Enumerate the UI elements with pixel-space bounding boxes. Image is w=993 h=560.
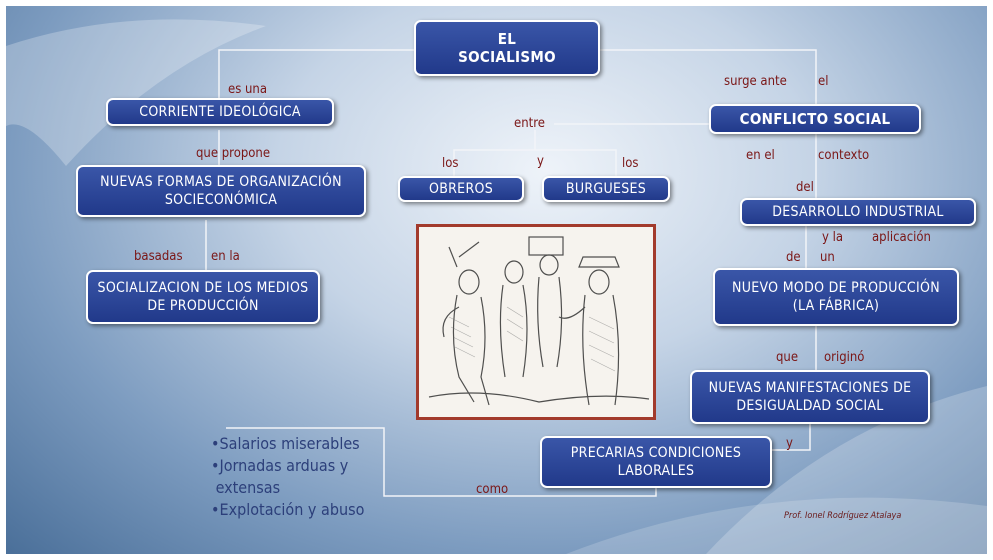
corriente-ideologica-node: CORRIENTE IDEOLÓGICA — [106, 98, 334, 126]
list-item: •Salarios miserables — [211, 434, 360, 453]
nuevo-modo-node: NUEVO MODO DE PRODUCCIÓN (LA FÁBRICA) — [713, 268, 959, 326]
label-el: el — [818, 74, 829, 89]
label-contexto: contexto — [818, 148, 870, 163]
label-que-propone: que propone — [196, 146, 271, 161]
label-y-2: y — [786, 436, 793, 451]
label-que: que — [776, 350, 799, 365]
label-basadas: basadas — [134, 249, 183, 264]
label-como: como — [476, 482, 509, 497]
manifestaciones-node: NUEVAS MANIFESTACIONES DE DESIGUALDAD SO… — [690, 370, 930, 424]
label-un: un — [820, 250, 835, 265]
label-en-el: en el — [746, 148, 775, 163]
label-del: del — [796, 180, 814, 195]
precarias-condiciones-node: PRECARIAS CONDICIONES LABORALES — [540, 436, 772, 488]
slide-background: EL SOCIALISMO CORRIENTE IDEOLÓGICA NUEVA… — [6, 6, 987, 554]
burgueses-node: BURGUESES — [542, 176, 670, 202]
label-los-2: los — [622, 156, 639, 171]
label-en-la: en la — [211, 249, 240, 264]
nuevas-formas-node: NUEVAS FORMAS DE ORGANIZACIÓN SOCIECONÓM… — [76, 165, 366, 217]
workers-illustration — [416, 224, 656, 420]
consequences-list: •Salarios miserables •Jornadas arduas y … — [211, 433, 364, 521]
label-de: de — [786, 250, 801, 265]
label-aplicacion: aplicación — [872, 230, 931, 245]
list-item: extensas — [211, 478, 281, 497]
author-credit: Prof. Ionel Rodríguez Atalaya — [784, 511, 902, 521]
label-entre: entre — [514, 116, 545, 131]
connector-lines — [205, 49, 817, 497]
illustration-sketch — [428, 236, 650, 406]
desarrollo-industrial-node: DESARROLLO INDUSTRIAL — [740, 198, 976, 226]
list-item: •Jornadas arduas y — [211, 456, 349, 475]
obreros-node: OBREROS — [398, 176, 524, 202]
label-y-la: y la — [822, 230, 844, 245]
conflicto-social-node: CONFLICTO SOCIAL — [709, 104, 921, 134]
socializacion-node: SOCIALIZACION DE LOS MEDIOS DE PRODUCCIÓ… — [86, 270, 320, 324]
label-los-1: los — [442, 156, 459, 171]
title-node: EL SOCIALISMO — [414, 20, 600, 76]
label-origino: originó — [824, 350, 865, 365]
label-y-1: y — [537, 154, 544, 169]
list-item: •Explotación y abuso — [211, 500, 365, 519]
label-surge-ante: surge ante — [724, 74, 787, 89]
label-es-una: es una — [228, 82, 267, 97]
